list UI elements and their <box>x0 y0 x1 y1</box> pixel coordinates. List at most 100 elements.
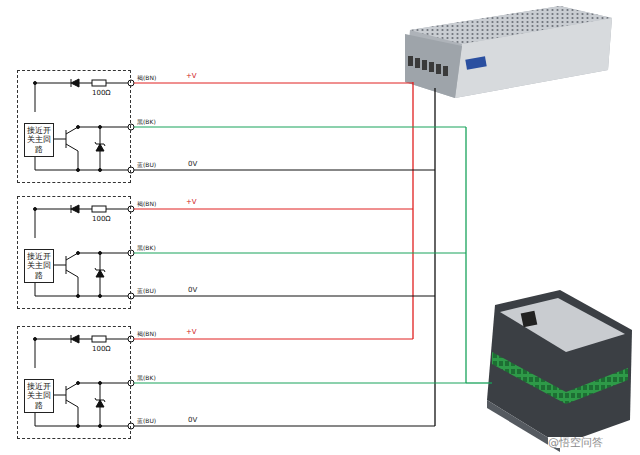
terminal-circle <box>128 293 134 299</box>
circuit-wire <box>106 83 128 84</box>
sensor-housing: 100Ω 接近开关主回路 <box>17 326 131 439</box>
red-wire <box>134 83 413 84</box>
green-wire <box>134 253 466 254</box>
voltage-label: 0V <box>188 161 197 168</box>
zener-symbol <box>96 144 104 151</box>
black-wire <box>134 296 435 297</box>
terminal-label: 褐(BN) <box>137 75 156 81</box>
transistor-symbol <box>66 144 78 151</box>
circuit-wire <box>79 83 92 84</box>
terminal-label: 黑(BK) <box>137 245 156 251</box>
resistor-value: 100Ω <box>92 215 111 223</box>
circuit-wire <box>35 209 71 210</box>
junction-dot <box>77 169 80 172</box>
terminal-circle <box>128 124 134 130</box>
circuit-box: 接近开关主回路 <box>24 249 54 283</box>
watermark: @悟空问答 <box>548 437 603 448</box>
junction-dot <box>34 208 37 211</box>
diode-symbol <box>71 205 79 213</box>
terminal-circle <box>128 206 134 212</box>
green-bus-wire <box>466 382 492 383</box>
resistor-symbol <box>92 80 106 86</box>
circuit-wire <box>52 139 66 140</box>
black-wire <box>134 170 435 171</box>
circuit-box: 接近开关主回路 <box>24 379 54 413</box>
voltage-label: +V <box>186 329 197 336</box>
diode-symbol <box>71 335 79 343</box>
circuit-wire <box>79 209 92 210</box>
transistor-symbol <box>66 386 67 404</box>
junction-dot <box>77 252 80 255</box>
junction-dot <box>99 425 102 428</box>
diode-symbol <box>71 79 72 87</box>
voltage-label: +V <box>186 73 197 80</box>
power-supply-photo <box>405 6 612 98</box>
resistor-symbol <box>92 336 106 342</box>
transistor-symbol <box>66 270 78 277</box>
green-wire <box>134 127 466 128</box>
zener-symbol <box>95 142 105 146</box>
circuit-wire <box>106 209 128 210</box>
black-bus-wire <box>434 88 435 426</box>
circuit-wire <box>35 296 128 297</box>
voltage-label: 0V <box>188 417 197 424</box>
circuit-wire <box>52 395 66 396</box>
voltage-label: 0V <box>188 287 197 294</box>
circuit-wire <box>78 383 128 384</box>
transistor-symbol <box>66 130 67 148</box>
junction-dot <box>77 382 80 385</box>
transistor-symbol <box>66 383 78 390</box>
circuit-wire <box>35 339 36 368</box>
circuit-wire <box>52 265 66 266</box>
circuit-wire <box>35 83 36 112</box>
circuit-wire <box>79 339 92 340</box>
sensor-housing: 100Ω 接近开关主回路 <box>17 70 131 183</box>
circuit-wire <box>35 83 71 84</box>
resistor-symbol <box>92 206 106 212</box>
zener-symbol <box>95 268 105 272</box>
junction-dot <box>34 82 37 85</box>
terminal-circle <box>128 250 134 256</box>
terminal-label: 黑(BK) <box>137 375 156 381</box>
zener-symbol <box>96 400 104 407</box>
junction-dot <box>99 382 102 385</box>
circuit-label: 接近开关主回路 <box>26 382 52 410</box>
diode-symbol <box>71 205 72 213</box>
red-wire <box>134 339 413 340</box>
transistor-symbol <box>66 256 67 274</box>
circuit-wire <box>106 339 128 340</box>
green-wire <box>134 383 466 384</box>
green-bus-wire <box>465 127 466 383</box>
junction-dot <box>34 338 37 341</box>
terminal-label: 褐(BN) <box>137 201 156 207</box>
junction-dot <box>77 126 80 129</box>
junction-dot <box>99 295 102 298</box>
circuit-wire <box>78 127 128 128</box>
junction-dot <box>99 126 102 129</box>
zener-symbol <box>95 398 105 402</box>
circuit-label: 接近开关主回路 <box>26 126 52 154</box>
terminal-label: 褐(BN) <box>137 331 156 337</box>
transistor-symbol <box>66 253 78 260</box>
diode-symbol <box>71 335 72 343</box>
circuit-wire <box>35 426 128 427</box>
resistor-value: 100Ω <box>92 89 111 97</box>
circuit-wire <box>35 209 36 238</box>
transistor-symbol <box>66 400 78 407</box>
transistor-symbol <box>66 127 78 134</box>
circuit-wire <box>78 253 128 254</box>
terminal-circle <box>128 423 134 429</box>
controller-photo <box>487 290 632 452</box>
junction-dot <box>77 295 80 298</box>
circuit-wire <box>35 339 71 340</box>
black-wire <box>134 426 435 427</box>
circuit-box: 接近开关主回路 <box>24 123 54 157</box>
terminal-label: 黑(BK) <box>137 119 156 125</box>
terminal-label: 蓝(BU) <box>137 162 156 168</box>
resistor-value: 100Ω <box>92 345 111 353</box>
red-wire <box>134 209 413 210</box>
circuit-wire <box>35 170 128 171</box>
circuit-wire <box>78 277 79 296</box>
circuit-label: 接近开关主回路 <box>26 252 52 280</box>
